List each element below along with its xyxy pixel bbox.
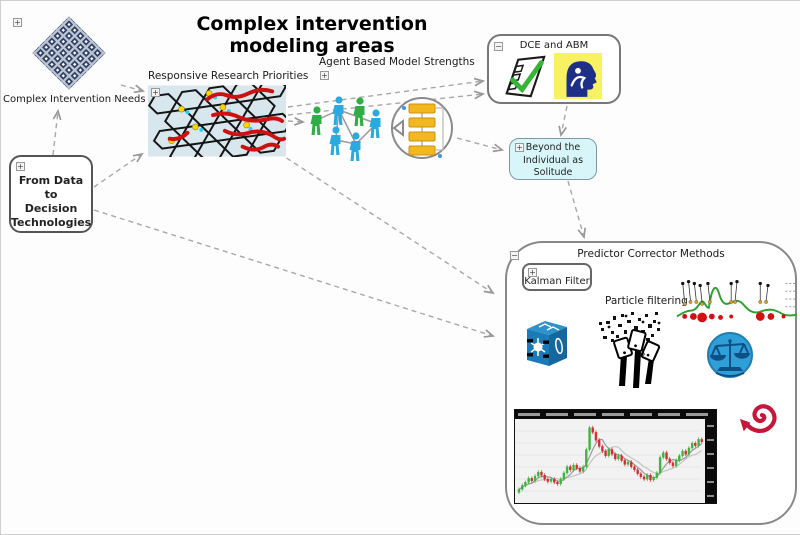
- node-predictor-container[interactable]: − Predictor Corrector Methods + Kalman F…: [505, 241, 799, 525]
- candlestick-plot: [515, 425, 703, 495]
- stock-chart-price-axis: [705, 419, 716, 503]
- page-title: Complex intervention modeling areas: [196, 13, 428, 57]
- node-label-beyond: Beyond the Individual as Solitude: [522, 142, 584, 178]
- node-label-particle-filtering[interactable]: Particle filtering: [605, 295, 688, 307]
- node-kalman[interactable]: + Kalman Filter: [522, 263, 592, 291]
- node-label-responsive[interactable]: Responsive Research Priorities: [148, 70, 309, 82]
- checklist-icon: [505, 55, 546, 98]
- scales-icon[interactable]: [706, 331, 754, 379]
- particle-filter-diagram[interactable]: [675, 275, 799, 325]
- node-label-complex-needs[interactable]: Complex Intervention Needs: [3, 94, 146, 105]
- node-label-kalman: Kalman Filter: [524, 276, 590, 287]
- flowchart-bubble: [391, 97, 453, 159]
- expand-toggle-kalman[interactable]: +: [528, 268, 537, 277]
- nanotube-image[interactable]: [148, 85, 286, 157]
- node-dce-abm[interactable]: − DCE and ABM: [487, 34, 621, 104]
- agent-people: [310, 96, 381, 161]
- node-label-predictor: Predictor Corrector Methods: [577, 248, 725, 260]
- agent-links: [316, 109, 376, 145]
- expand-toggle-complex-needs[interactable]: +: [13, 18, 22, 27]
- network-cube-icon[interactable]: [521, 316, 571, 368]
- collapse-toggle-dce[interactable]: −: [494, 42, 503, 51]
- node-label-agent[interactable]: Agent Based Model Strengths: [319, 56, 475, 68]
- node-label-dce: DCE and ABM: [519, 40, 589, 51]
- spiral-icon[interactable]: [736, 395, 784, 439]
- expand-toggle-agent[interactable]: +: [320, 71, 329, 80]
- stock-chart-toolbar: [515, 410, 716, 419]
- expand-toggle-from-data[interactable]: +: [16, 162, 25, 171]
- agent-network-image[interactable]: [303, 94, 463, 166]
- node-label-from-data: From Data to Decision Technologies: [11, 174, 92, 229]
- mind-head-icon: [554, 53, 602, 99]
- expand-toggle-responsive[interactable]: +: [151, 88, 160, 97]
- stock-chart-image[interactable]: [514, 409, 717, 504]
- expand-toggle-beyond[interactable]: +: [515, 143, 524, 152]
- node-beyond[interactable]: + Beyond the Individual as Solitude: [509, 138, 597, 180]
- crowdsourcing-image[interactable]: [591, 306, 669, 388]
- node-from-data[interactable]: + From Data to Decision Technologies: [9, 155, 93, 233]
- collapse-toggle-predictor[interactable]: −: [510, 251, 519, 260]
- endless-knot-image[interactable]: [31, 13, 107, 93]
